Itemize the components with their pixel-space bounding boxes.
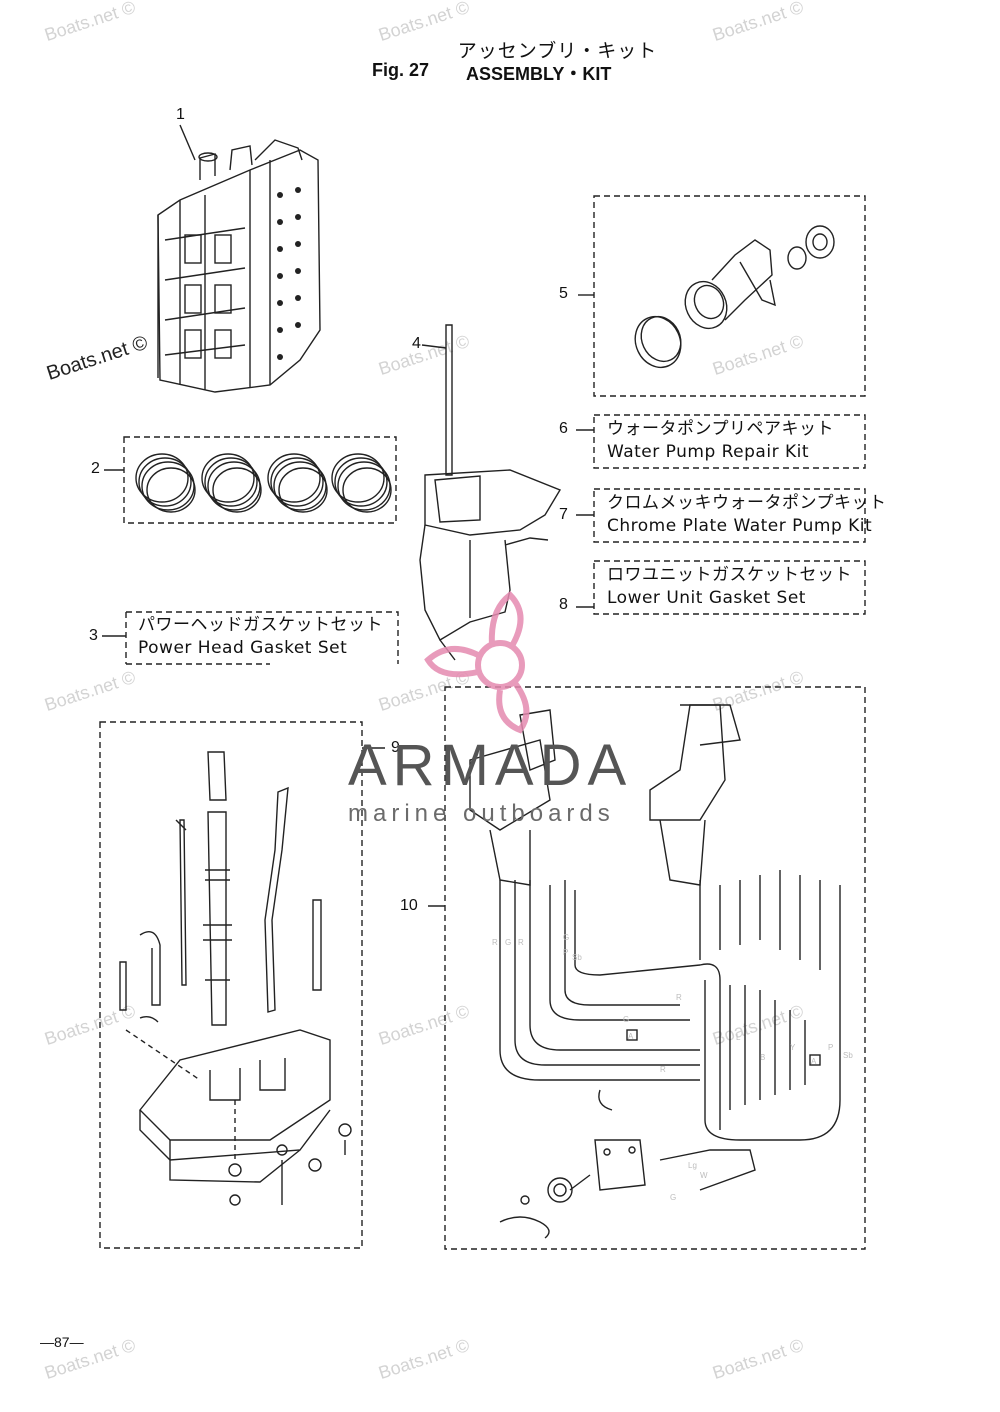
wire-code-label: A — [811, 1057, 817, 1066]
wire-code-label: R — [492, 938, 498, 947]
kit-box-piston-rings — [123, 436, 397, 524]
kit-box-water-pump — [593, 195, 866, 397]
callout-6: 6 — [559, 420, 568, 437]
callout-8: 8 — [559, 596, 568, 613]
callout-10: 10 — [400, 897, 418, 914]
wire-code-label: Y — [790, 1043, 796, 1052]
callout-7: 7 — [559, 506, 568, 523]
callout-5: 5 — [559, 285, 568, 302]
figure-number: Fig. 27 — [372, 60, 430, 80]
wire-code-label: P — [563, 948, 568, 957]
callout-3: 3 — [89, 627, 98, 644]
kit-box-water-pump-repair — [593, 414, 866, 469]
kit-label-water-pump-repair: ウォータポンプリペアキット Water Pump Repair Kit — [607, 418, 834, 464]
callout-9: 9 — [391, 739, 400, 756]
kit-box-lower-unit-gasket — [593, 560, 866, 615]
wire-code-label: A — [628, 1032, 634, 1041]
power-head-block — [157, 124, 321, 393]
wire-code-labels: R G R G Sb P G R R L B Y P Sb Lg W G A A — [492, 933, 853, 1202]
kit-label-jp: パワーヘッドガスケットセット — [138, 615, 383, 635]
drive-shaft-parts — [119, 751, 352, 1206]
wire-code-label: G — [563, 933, 569, 942]
wire-code-label: B — [760, 1053, 765, 1062]
wire-code-label: G — [623, 1015, 629, 1024]
remote-control-parts — [469, 704, 841, 1239]
kit-label-jp: クロムメッキウォータポンプキット — [607, 493, 887, 513]
kit-label-en: Lower Unit Gasket Set — [607, 588, 806, 608]
page-number: —87— — [40, 1334, 84, 1350]
lower-unit — [419, 324, 562, 661]
wire-code-label: R — [518, 938, 524, 947]
kit-label-jp: ウォータポンプリペアキット — [607, 419, 834, 439]
wire-code-label: R — [676, 993, 682, 1002]
wire-code-label: P — [828, 1043, 833, 1052]
kit-box-drive-shaft — [99, 721, 363, 1249]
piston-rings — [135, 453, 392, 513]
callout-4: 4 — [412, 335, 421, 352]
kit-label-lower-unit-gasket: ロワユニットガスケットセット Lower Unit Gasket Set — [607, 564, 852, 610]
kit-label-jp: ロワユニットガスケットセット — [607, 565, 852, 585]
wire-code-label: Sb — [843, 1051, 853, 1060]
kit-label-en: Power Head Gasket Set — [138, 638, 348, 658]
wire-code-label: L — [736, 1033, 741, 1042]
callout-2: 2 — [91, 460, 100, 477]
kit-label-en: Chrome Plate Water Pump Kit — [607, 516, 873, 536]
kit-label-chrome-plate: クロムメッキウォータポンプキット Chrome Plate Water Pump… — [607, 492, 887, 538]
wire-code-label: R — [660, 1065, 666, 1074]
water-pump-parts — [634, 225, 835, 369]
wire-code-label: G — [505, 938, 511, 947]
logo-propeller-icon — [424, 591, 530, 734]
callout-1: 1 — [176, 106, 185, 123]
title-japanese: アッセンブリ・キット — [457, 40, 658, 62]
kit-label-power-head-gasket: パワーヘッドガスケットセット Power Head Gasket Set — [138, 614, 383, 660]
logo-subtitle: marine outboards — [348, 800, 615, 827]
figure-title: ASSEMBLY・KIT — [466, 64, 612, 84]
wire-code-label: G — [670, 1193, 676, 1202]
logo-name: ARMADA — [348, 733, 633, 798]
wire-code-label: Sb — [572, 953, 582, 962]
wire-code-label: W — [700, 1171, 708, 1180]
kit-box-remote-control — [444, 686, 866, 1250]
wire-code-label: Lg — [688, 1161, 697, 1170]
kit-label-en: Water Pump Repair Kit — [607, 442, 810, 462]
